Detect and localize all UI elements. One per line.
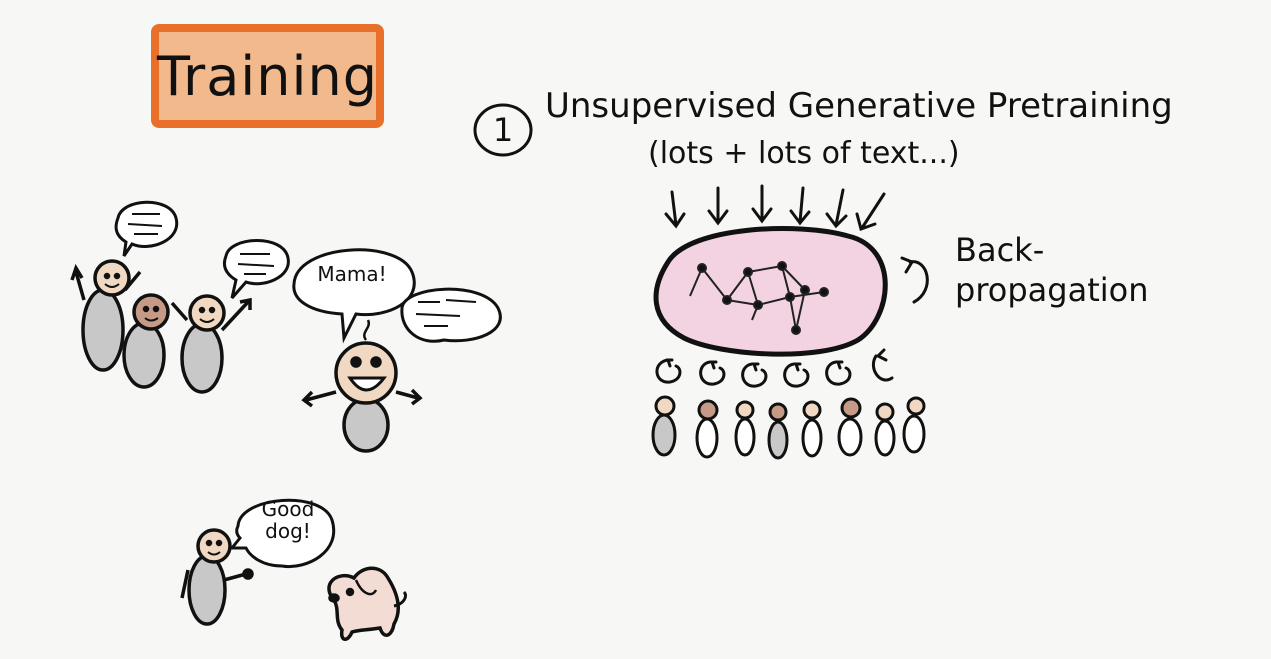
backprop-line2: propagation [955,271,1149,309]
person-head [132,293,170,331]
title-box [151,24,384,128]
baby-figure [292,248,502,453]
down-arrow-icon [855,192,886,231]
down-arrow-icon [789,186,811,226]
down-arrow-icon [825,188,848,229]
cycle-arrow-icon [783,362,810,388]
people-row [651,395,926,460]
speech-bubble [222,239,290,299]
person-head [188,294,226,332]
down-arrow-icon [664,190,686,229]
small-person [801,400,823,458]
small-person [874,402,896,457]
person-with-dog [180,498,408,641]
down-arrow-icon [707,186,729,226]
backprop-line1: Back- [955,231,1045,269]
backpropagation-label: Back- propagation [955,230,1148,310]
baby-body [342,397,390,453]
heading: Unsupervised Generative Pretraining [545,86,1173,126]
step-number-circle [473,103,533,157]
cycle-arrow-icon [871,348,894,382]
feedback-cycle-row [655,348,894,388]
person-body [180,322,224,394]
small-person [734,400,756,457]
cycle-arrow-icon [699,360,726,386]
person-head [196,528,232,564]
down-arrow-icon [751,184,773,224]
person-head [93,259,131,297]
cycle-arrow-icon [655,358,682,384]
small-person [837,397,863,457]
backprop-cycle-icon [900,256,929,304]
step-number: 1 [492,111,514,149]
person-body [122,321,166,389]
dog [327,566,400,641]
input-arrows [664,184,886,231]
speech-bubble [114,200,179,257]
network-graph [689,261,829,335]
cycle-arrow-icon [825,360,852,386]
small-person [695,399,719,459]
cycle-arrow-icon [741,362,768,388]
person-body [81,288,125,372]
people-group [70,259,252,394]
person-body [187,554,227,626]
network-blob [653,226,888,357]
small-person [651,395,677,457]
speech-bubble [228,498,336,569]
small-person [902,396,926,454]
small-person [767,402,789,460]
scribble-bubbles [114,200,290,299]
heading-note: (lots + lots of text...) [648,136,960,171]
baby-head [334,341,398,405]
speech-bubble [292,248,416,344]
